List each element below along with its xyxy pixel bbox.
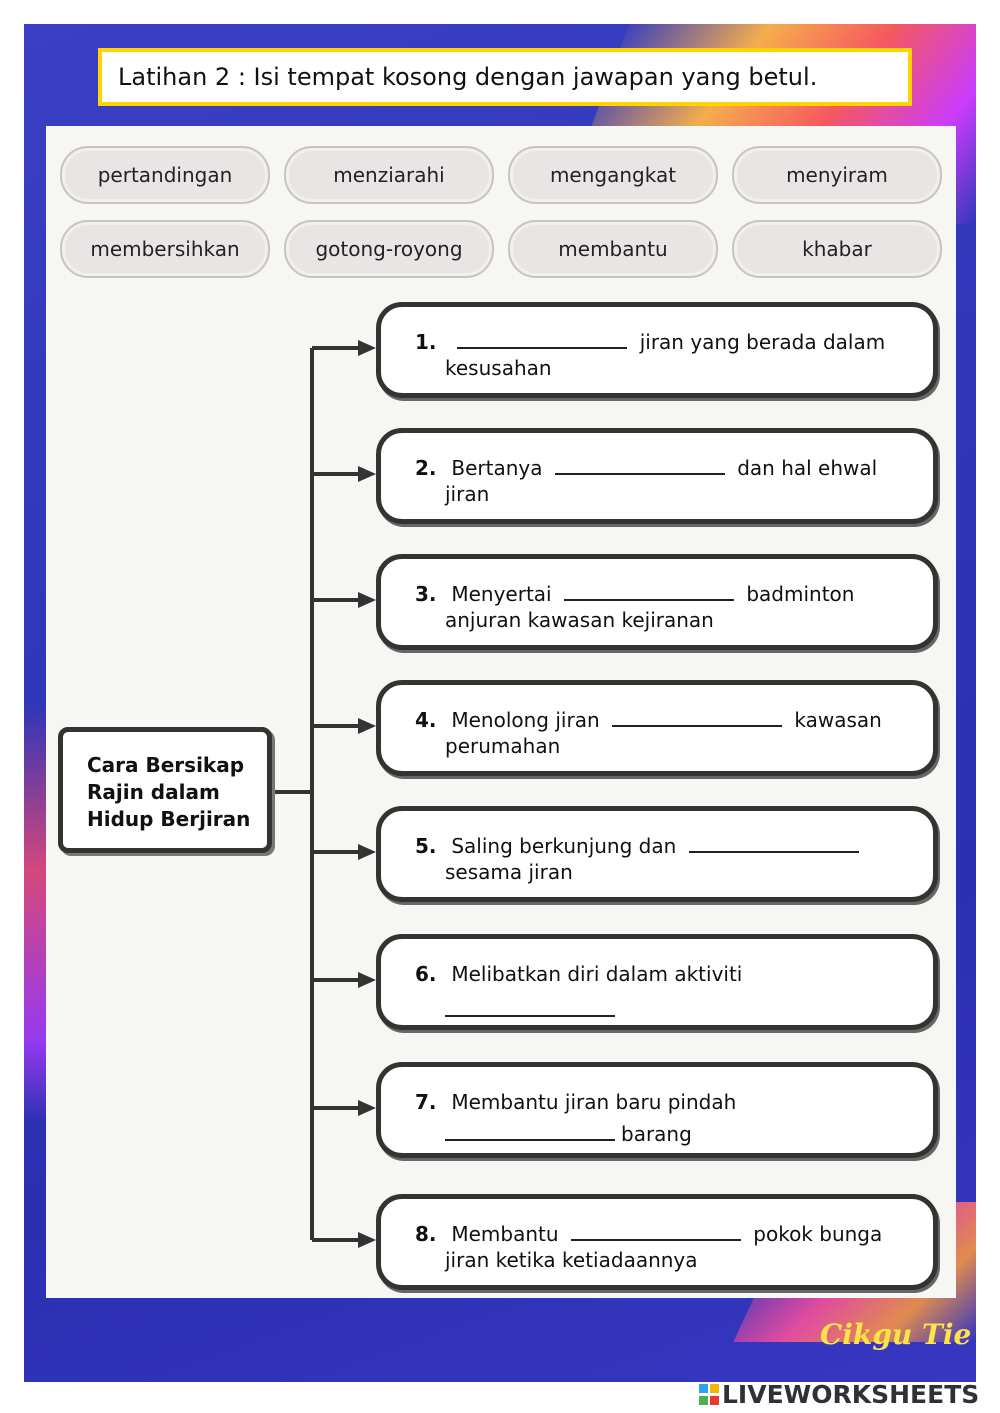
word-bank: pertandingan menziarahi mengangkat menyi… xyxy=(60,146,944,278)
center-line: Hidup Berjiran xyxy=(87,807,251,831)
item-text-line2: barang xyxy=(445,1121,913,1147)
item-text: kawasan xyxy=(794,708,882,732)
word-chip[interactable]: menyiram xyxy=(732,146,942,204)
item-text: dan hal ehwal xyxy=(737,456,878,480)
footer-bar xyxy=(0,1382,1000,1413)
item-number: 6. xyxy=(415,962,437,986)
liveworksheets-logo-icon xyxy=(699,1384,719,1405)
item-7: 7. Membantu jiran baru pindah barang xyxy=(376,1062,938,1158)
item-text-line2: perumahan xyxy=(445,734,561,758)
answer-blank[interactable] xyxy=(570,1239,741,1241)
item-5: 5. Saling berkunjung dan sesama jiran xyxy=(376,806,938,902)
item-text-line2: sesama jiran xyxy=(445,860,573,884)
item-text-line2: kesusahan xyxy=(445,356,552,380)
center-topic-box: Cara Bersikap Rajin dalam Hidup Berjiran xyxy=(58,727,272,853)
item-text: jiran yang berada dalam xyxy=(639,330,886,354)
item-text-line2: anjuran kawasan kejiranan xyxy=(445,608,714,632)
item-text: barang xyxy=(621,1122,692,1146)
item-text: badminton xyxy=(746,582,855,606)
center-line: Cara Bersikap xyxy=(87,753,245,777)
center-line: Rajin dalam xyxy=(87,780,220,804)
author-signature: Cikgu Tie xyxy=(820,1318,972,1351)
word-chip[interactable]: pertandingan xyxy=(60,146,270,204)
item-2: 2. Bertanya dan hal ehwal jiran xyxy=(376,428,938,524)
item-number: 4. xyxy=(415,708,437,732)
answer-blank[interactable] xyxy=(457,347,628,349)
item-text: Membantu xyxy=(451,1222,559,1246)
word-chip[interactable]: menziarahi xyxy=(284,146,494,204)
item-number: 8. xyxy=(415,1222,437,1246)
item-1: 1. jiran yang berada dalam kesusahan xyxy=(376,302,938,398)
answer-blank[interactable] xyxy=(554,473,725,475)
item-text: Menyertai xyxy=(451,582,552,606)
brand-name[interactable]: LIVEWORKSHEETS xyxy=(722,1380,980,1409)
item-number: 2. xyxy=(415,456,437,480)
item-text: Bertanya xyxy=(451,456,543,480)
item-number: 3. xyxy=(415,582,437,606)
item-number: 1. xyxy=(415,330,437,354)
item-8: 8. Membantu pokok bunga jiran ketika ket… xyxy=(376,1194,938,1290)
item-text: Saling berkunjung dan xyxy=(451,834,677,858)
item-text-line2: jiran ketika ketiadaannya xyxy=(445,1248,698,1272)
item-text-line2: jiran xyxy=(445,482,490,506)
word-chip[interactable]: gotong-royong xyxy=(284,220,494,278)
item-text: pokok bunga xyxy=(753,1222,883,1246)
item-number: 7. xyxy=(415,1090,437,1114)
word-chip[interactable]: khabar xyxy=(732,220,942,278)
item-text: Melibatkan diri dalam aktiviti xyxy=(451,962,743,986)
answer-blank[interactable] xyxy=(688,851,859,853)
item-text: Menolong jiran xyxy=(451,708,600,732)
word-chip[interactable]: membantu xyxy=(508,220,718,278)
word-chip[interactable]: membersihkan xyxy=(60,220,270,278)
exercise-title: Latihan 2 : Isi tempat kosong dengan jaw… xyxy=(98,48,912,106)
item-6: 6. Melibatkan diri dalam aktiviti xyxy=(376,934,938,1030)
item-text-line2 xyxy=(445,997,913,1023)
item-4: 4. Menolong jiran kawasan perumahan xyxy=(376,680,938,776)
item-3: 3. Menyertai badminton anjuran kawasan k… xyxy=(376,554,938,650)
word-chip[interactable]: mengangkat xyxy=(508,146,718,204)
item-text: Membantu jiran baru pindah xyxy=(451,1090,737,1114)
answer-blank[interactable] xyxy=(563,599,734,601)
item-number: 5. xyxy=(415,834,437,858)
answer-blank[interactable] xyxy=(611,725,782,727)
answer-blank[interactable] xyxy=(445,1139,615,1141)
answer-blank[interactable] xyxy=(445,1015,615,1017)
